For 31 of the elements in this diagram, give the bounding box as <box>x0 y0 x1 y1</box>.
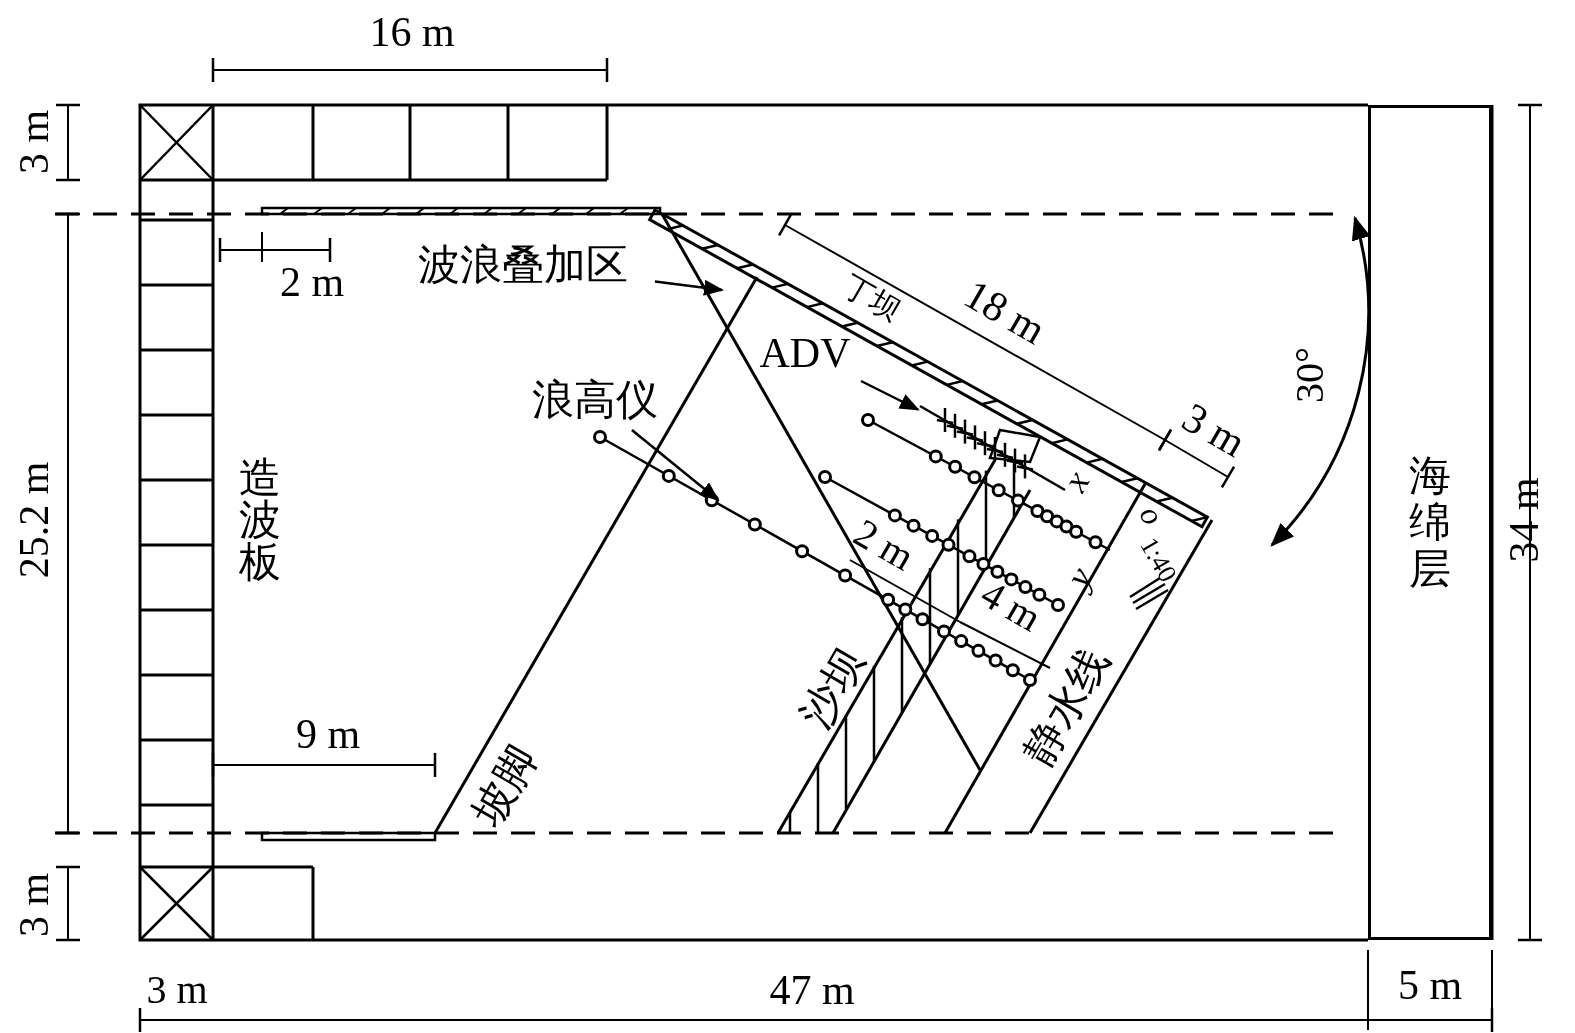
dimension-label: 坡脚 <box>465 739 545 833</box>
dimension-label: 16 m <box>369 11 455 53</box>
dimension-label: o <box>1134 500 1170 530</box>
dimension-label: 1:40 <box>1135 533 1181 587</box>
dimension-label: 3 m <box>13 109 55 175</box>
dimension-label: 25.2 m <box>13 461 55 579</box>
dimension-label: 丁坝 <box>838 270 906 326</box>
dimension-label: x <box>1056 465 1096 497</box>
band-label: 海绵层 <box>1409 453 1451 592</box>
adv-sensor-array <box>919 404 1066 492</box>
leader-line <box>860 379 920 411</box>
sponge-layer-band <box>1368 105 1492 940</box>
callout-label: 浪高仪 <box>515 370 675 430</box>
dimension-label: 3 m <box>13 872 55 938</box>
callout-label: ADV <box>745 325 865 381</box>
dimension-label: 4 m <box>974 573 1048 639</box>
dimension-label: 9 m <box>295 713 361 755</box>
dimension-label: 沙坝 <box>793 641 873 735</box>
dimension-label: 47 m <box>769 969 855 1011</box>
dimension-label: 30° <box>1290 347 1330 403</box>
dimension-label: 2 m <box>847 512 921 578</box>
callout-label: 波浪叠加区 <box>390 235 655 295</box>
dimension-label: 5 m <box>1397 964 1463 1006</box>
dimension-label: 静水线 <box>1016 640 1116 772</box>
dimension-label: 3 m <box>1175 395 1253 465</box>
vertical-label: 造波板 <box>239 457 281 583</box>
dimension-label: 3 m <box>146 970 208 1010</box>
leader-line <box>654 279 724 296</box>
dimension-label: 2 m <box>279 261 345 303</box>
dimension-label: 18 m <box>957 272 1053 352</box>
leader-line <box>631 429 720 502</box>
